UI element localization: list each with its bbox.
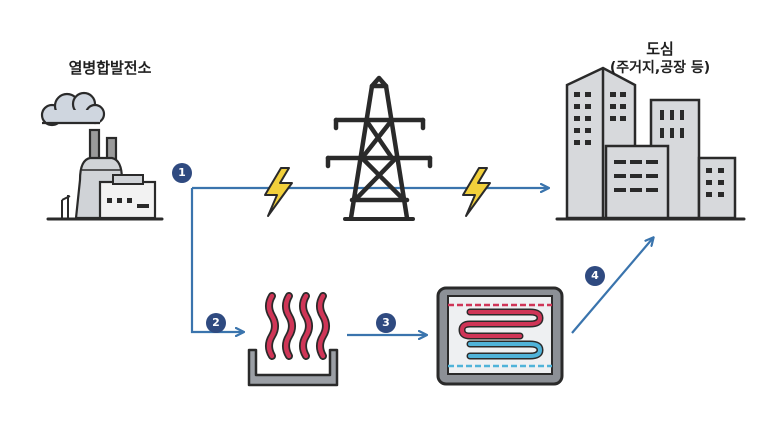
step-3-badge: 3 xyxy=(376,313,396,333)
power-plant-label: 열병합발전소 xyxy=(68,59,152,77)
heat-supply-arrow xyxy=(571,238,653,334)
lightning-bolt-icon xyxy=(462,167,491,217)
heating-coil-icon xyxy=(247,292,339,387)
city-buildings-icon xyxy=(555,66,746,221)
lightning-bolt-icon xyxy=(264,167,293,217)
city-title-label: 도심 xyxy=(646,40,674,58)
step-2-badge: 2 xyxy=(206,313,226,333)
transmission-tower-icon xyxy=(325,75,433,221)
city-subtitle-label: (주거지,공장 등) xyxy=(609,60,711,76)
step-4-badge: 4 xyxy=(585,266,605,286)
smoke-cloud-icon xyxy=(40,91,106,127)
heat-exchanger-icon xyxy=(436,286,564,386)
step-1-badge: 1 xyxy=(172,163,192,183)
heat-flow-line xyxy=(190,188,243,332)
factory-icon xyxy=(40,91,164,221)
